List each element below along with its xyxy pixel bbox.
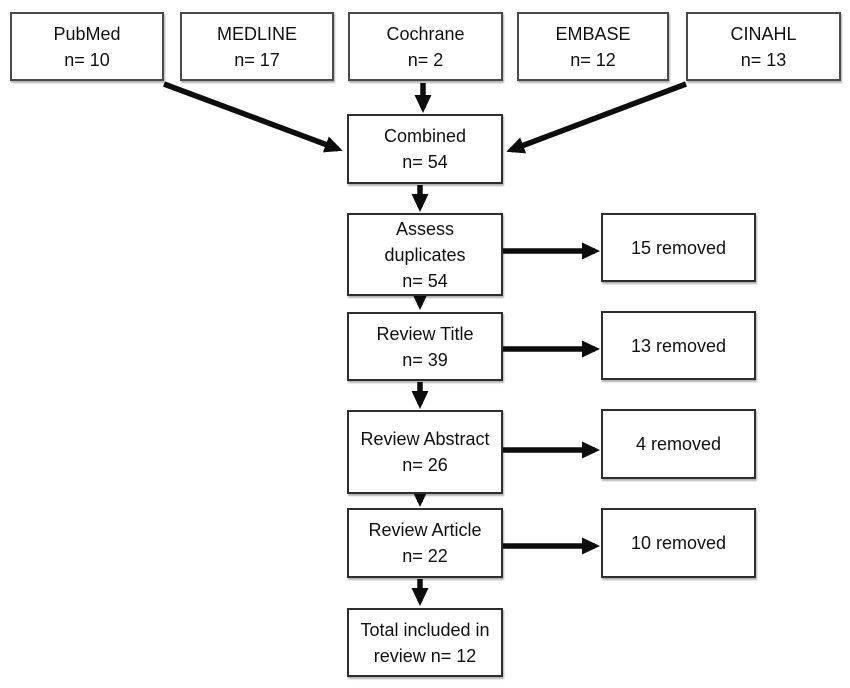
box-total-included: Total included in review n= 12	[347, 608, 503, 677]
box-review-article: Review Article n= 22	[347, 508, 503, 578]
box-review-title: Review Title n= 39	[347, 312, 503, 381]
box-combined: Combined n= 54	[347, 114, 503, 184]
flow-step-text: Combined n= 54	[383, 126, 467, 172]
removed-count-text: 15 removed	[630, 237, 727, 258]
box-cinahl: CINAHL n= 13	[686, 12, 841, 81]
source-label: CINAHL	[730, 23, 797, 44]
box-embase: EMBASE n= 12	[517, 12, 669, 81]
source-label: Cochrane	[386, 23, 465, 44]
source-label: MEDLINE	[216, 23, 297, 44]
box-medline: MEDLINE n= 17	[180, 12, 334, 81]
source-count: n= 2	[407, 49, 444, 70]
box-removed-title: 13 removed	[601, 311, 756, 380]
box-assess-duplicates: Assess duplicates n= 54	[347, 213, 503, 296]
box-cochrane: Cochrane n= 2	[348, 12, 503, 81]
source-label: EMBASE	[555, 23, 631, 44]
removed-count-text: 4 removed	[635, 434, 722, 454]
arrow-pubmed-to-combined	[163, 81, 343, 153]
removed-count-text: 13 removed	[630, 335, 727, 356]
flow-step-text: Review Abstract n= 26	[360, 429, 490, 475]
source-count: n= 12	[570, 49, 616, 70]
source-label: PubMed	[53, 23, 121, 44]
flow-step-text: Review Title n= 39	[376, 323, 474, 370]
box-removed-article: 10 removed	[601, 508, 756, 578]
box-pubmed: PubMed n= 10	[10, 12, 164, 81]
box-removed-abstract: 4 removed	[601, 409, 756, 479]
source-count: n= 10	[64, 49, 110, 70]
flow-step-text: Review Article n= 22	[368, 520, 482, 566]
removed-count-text: 10 removed	[630, 533, 727, 553]
arrow-cinahl-to-combined	[506, 81, 687, 154]
source-count: n= 13	[740, 49, 787, 70]
box-review-abstract: Review Abstract n= 26	[347, 410, 503, 494]
flow-step-text: Assess duplicates n= 54	[384, 218, 466, 291]
flow-step-text: Total included in review n= 12	[360, 619, 490, 666]
source-count: n= 17	[234, 49, 280, 70]
box-removed-duplicates: 15 removed	[601, 213, 756, 282]
